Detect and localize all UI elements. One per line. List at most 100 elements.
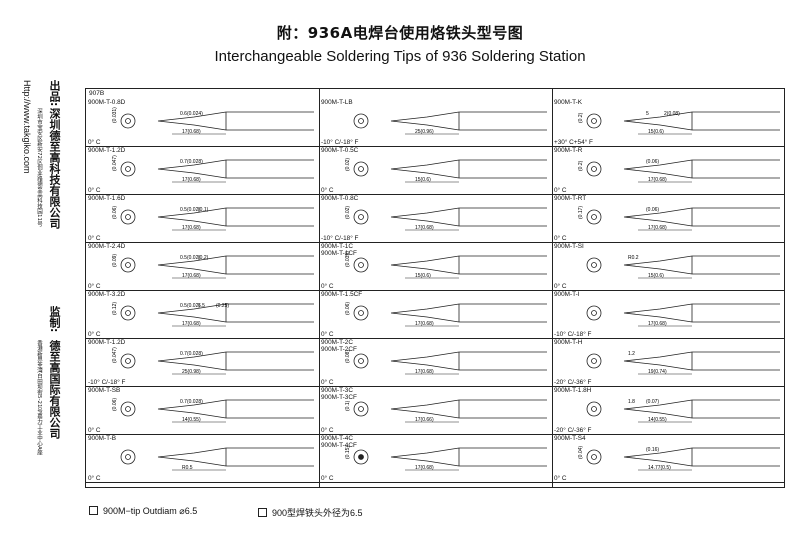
tip-drawing: (0.06)0.5(0.02)(0.1)17(0.68) [112,206,314,231]
row-divider [86,386,319,387]
tip-model-name: 900M-T-1.8H [554,387,592,394]
tip-angle: -10° C/-18° F [554,331,592,338]
dimension-label: 6.5 [198,303,205,309]
tip-end-view-inner [358,406,364,412]
tip-angle: 0° C [88,139,101,146]
dimension-label: 1.2 [628,351,635,357]
tip-side-profile [623,303,780,323]
tip-model-name: 900M-T-2.4D [88,243,126,250]
tip-end-view-outer [120,401,136,417]
tip-side-profile [157,399,314,419]
tip-drawing: (0.09)0.5(0.02)(0.2)17(0.68) [112,254,314,279]
row-divider [319,338,552,339]
tip-drawing: (0.047)0.7(0.028)25(0.98) [112,347,314,375]
tip-end-view-inner [358,118,364,124]
tip-model-name: 900M-T-0.8D [88,99,126,106]
maker-url[interactable]: Http://www.takgiko.com [22,80,32,174]
dimension-label: 14.77(0.5) [648,465,671,471]
tip-model-name-alt: 900M-T-1CF [321,250,357,257]
maker-label: 出品: [48,80,61,107]
dimension-label: (0.16) [646,447,659,453]
tip-end-view-inner [125,358,131,364]
column-divider [552,89,553,487]
footer-note-en: 900M−tip Outdiam ⌀6.5 [89,506,197,517]
dimension-label: R0.2 [628,255,639,261]
tip-end-view-outer [120,305,136,321]
maker-address: 深圳市宝安区新安72区创业路德至高科技园11号 [36,108,42,227]
tip-end-view-outer [586,305,602,321]
row-divider [552,434,785,435]
tip-end-view-outer [353,161,369,177]
dimension-label: 17(0.66) [415,417,434,423]
dimension-label: (0.06) [646,159,659,165]
tip-end-view-outer [353,305,369,321]
dimension-label: 0.5(0.02) [180,303,200,309]
dimension-label: 15(0.6) [415,177,431,183]
dimension-label: (0.17) [578,206,584,219]
tip-end-view-inner [591,358,597,364]
dimension-label: 0.5(0.02) [180,207,200,213]
dimension-label: (0.04) [578,446,584,459]
dimension-label: (0.06) [646,207,659,213]
dimension-label: (0.2) [578,160,584,171]
dimension-label: (0.09) [112,254,118,267]
tip-model-name: 900M-T-1.2D [88,147,126,154]
tip-end-view-outer [120,161,136,177]
tip-model-name: 900M-T-1.5CF [321,291,363,298]
tip-angle: 0° C [88,331,101,338]
dimension-label: (0.047) [112,155,118,171]
tip-side-profile [623,399,780,419]
dimension-label: (0.25) [216,303,229,309]
tip-model-name-alt: 900M-T-2CF [321,346,357,353]
row-divider [552,482,785,483]
tip-end-view-outer [586,161,602,177]
tip-end-view-inner [358,358,364,364]
tip-model-name: 900M-T-R [554,147,583,154]
tip-side-profile [390,111,547,131]
tip-angle: 0° C [321,283,334,290]
row-divider [319,386,552,387]
dimension-label: (0.12) [112,302,118,315]
tip-drawing: (0.047)0.7(0.028)17(0.68) [112,155,314,183]
tip-drawing: R0.5 [120,447,314,471]
dimension-label: 1.8 [628,399,635,405]
dimension-label: 19(0.74) [648,369,667,375]
supervisor-address: 香港新界荃湾白田坝街5-21号嘉力工业中心A座 [36,340,42,456]
tip-model-name: 900M-T-K [554,99,583,106]
tip-angle: 0° C [554,187,567,194]
dimension-label: 17(0.68) [415,225,434,231]
tip-end-view-outer [586,209,602,225]
tip-side-profile [390,399,547,419]
tip-side-profile [157,303,314,323]
dimension-label: 5 [646,111,649,117]
tip-drawing: (0.17)(0.06)17(0.68) [578,206,780,231]
dimension-label: 17(0.68) [182,225,201,231]
tip-angle: -10° C/-18° F [321,235,359,242]
row-divider [552,338,785,339]
tip-end-view-outer [353,449,369,465]
row-divider [552,146,785,147]
tip-drawing: (0.06)17(0.68) [345,302,547,327]
tip-model-name: 900M-T-1C [321,243,353,250]
dimension-label: 17(0.68) [415,369,434,375]
tip-angle: 0° C [88,283,101,290]
title-chinese: 附：936A电焊台使用烙铁头型号图 [276,24,524,42]
tip-end-view-outer [353,257,369,273]
maker-name: 深圳德至高科技有限公司 [48,108,61,229]
tip-cell: 900M-T-0.8C-10° C/-18° F(0.02)17(0.68) [319,195,552,243]
dimension-label: 0.7(0.028) [180,159,203,165]
dimension-label: 14(0.55) [648,417,667,423]
tip-end-view-outer [353,401,369,417]
tip-angle: 0° C [554,235,567,242]
tip-side-profile [390,255,547,275]
